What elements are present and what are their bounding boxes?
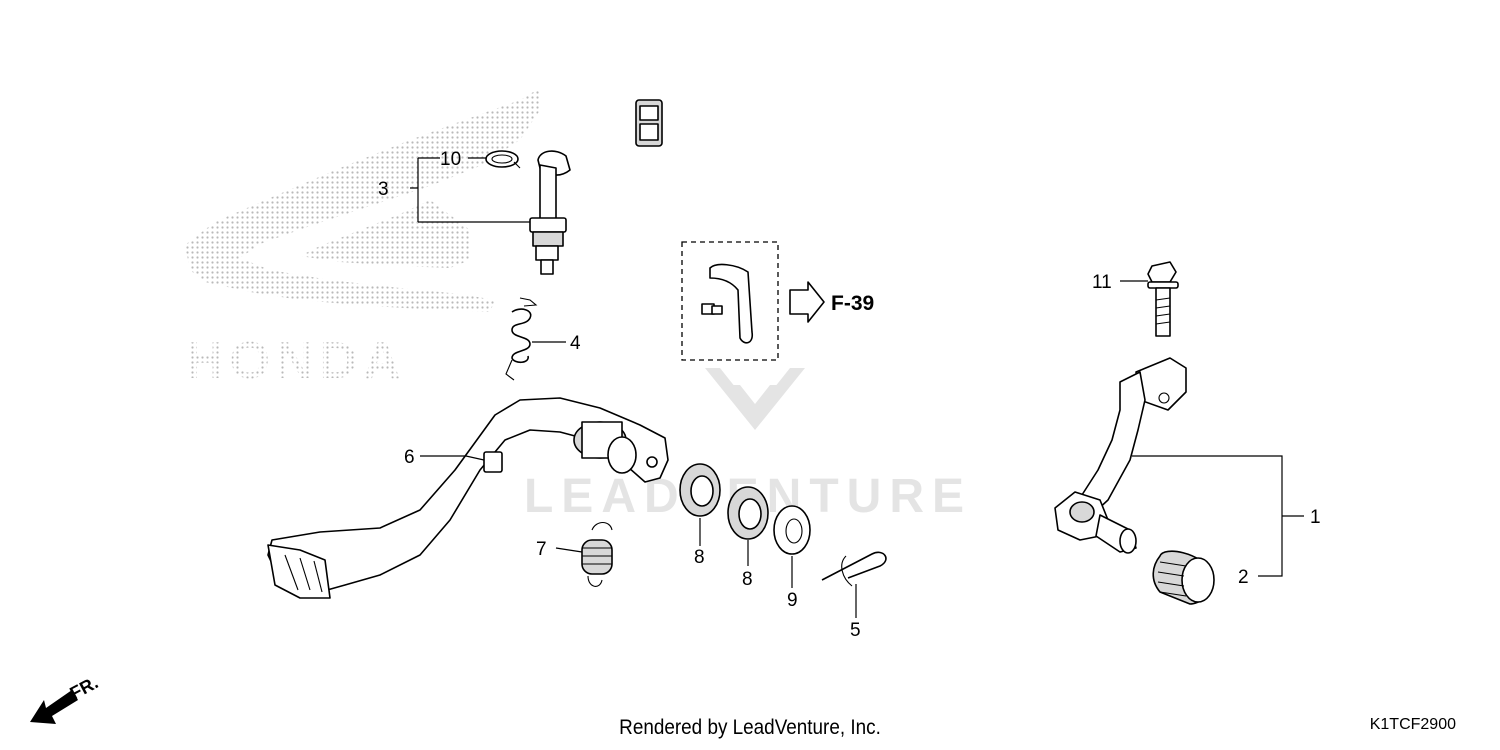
part-shift-rubber[interactable] xyxy=(1152,550,1215,605)
callout-2: 2 xyxy=(1238,567,1249,588)
arrow-to-reference xyxy=(789,281,825,323)
callout-4: 4 xyxy=(570,333,581,354)
callout-8-second: 8 xyxy=(742,569,753,590)
part-return-spring[interactable] xyxy=(581,521,613,587)
front-direction-arrow-icon xyxy=(30,690,78,724)
part-cotter-pin[interactable] xyxy=(821,551,887,587)
reference-box[interactable] xyxy=(681,241,779,361)
part-oil-seal-2[interactable] xyxy=(727,486,769,540)
callout-3: 3 xyxy=(378,179,389,200)
part-switch-sensor[interactable] xyxy=(529,99,673,275)
honda-wing-watermark: HONDA xyxy=(185,88,540,390)
callout-5: 5 xyxy=(850,620,861,641)
part-washer[interactable] xyxy=(773,505,811,555)
callout-7: 7 xyxy=(536,539,547,560)
callout-6: 6 xyxy=(404,447,415,468)
callout-10: 10 xyxy=(440,149,461,170)
diagram-code: K1TCF2900 xyxy=(1369,716,1456,733)
leader-lines xyxy=(410,157,1304,618)
part-bolt[interactable] xyxy=(1147,261,1179,337)
part-brake-pedal[interactable] xyxy=(267,397,669,599)
callout-9: 9 xyxy=(787,590,798,611)
part-clip[interactable] xyxy=(485,150,521,169)
part-spring-upper[interactable] xyxy=(505,297,538,381)
reference-label[interactable]: F-39 xyxy=(831,292,874,315)
footer-credit: Rendered by LeadVenture, Inc. xyxy=(619,716,881,739)
part-oil-seal-1[interactable] xyxy=(679,463,721,517)
callout-11: 11 xyxy=(1092,272,1112,293)
part-gearshift-pedal[interactable] xyxy=(1054,357,1187,554)
callout-8-first: 8 xyxy=(694,547,705,568)
honda-logo-text: HONDA xyxy=(186,332,407,390)
callout-1: 1 xyxy=(1310,507,1321,528)
